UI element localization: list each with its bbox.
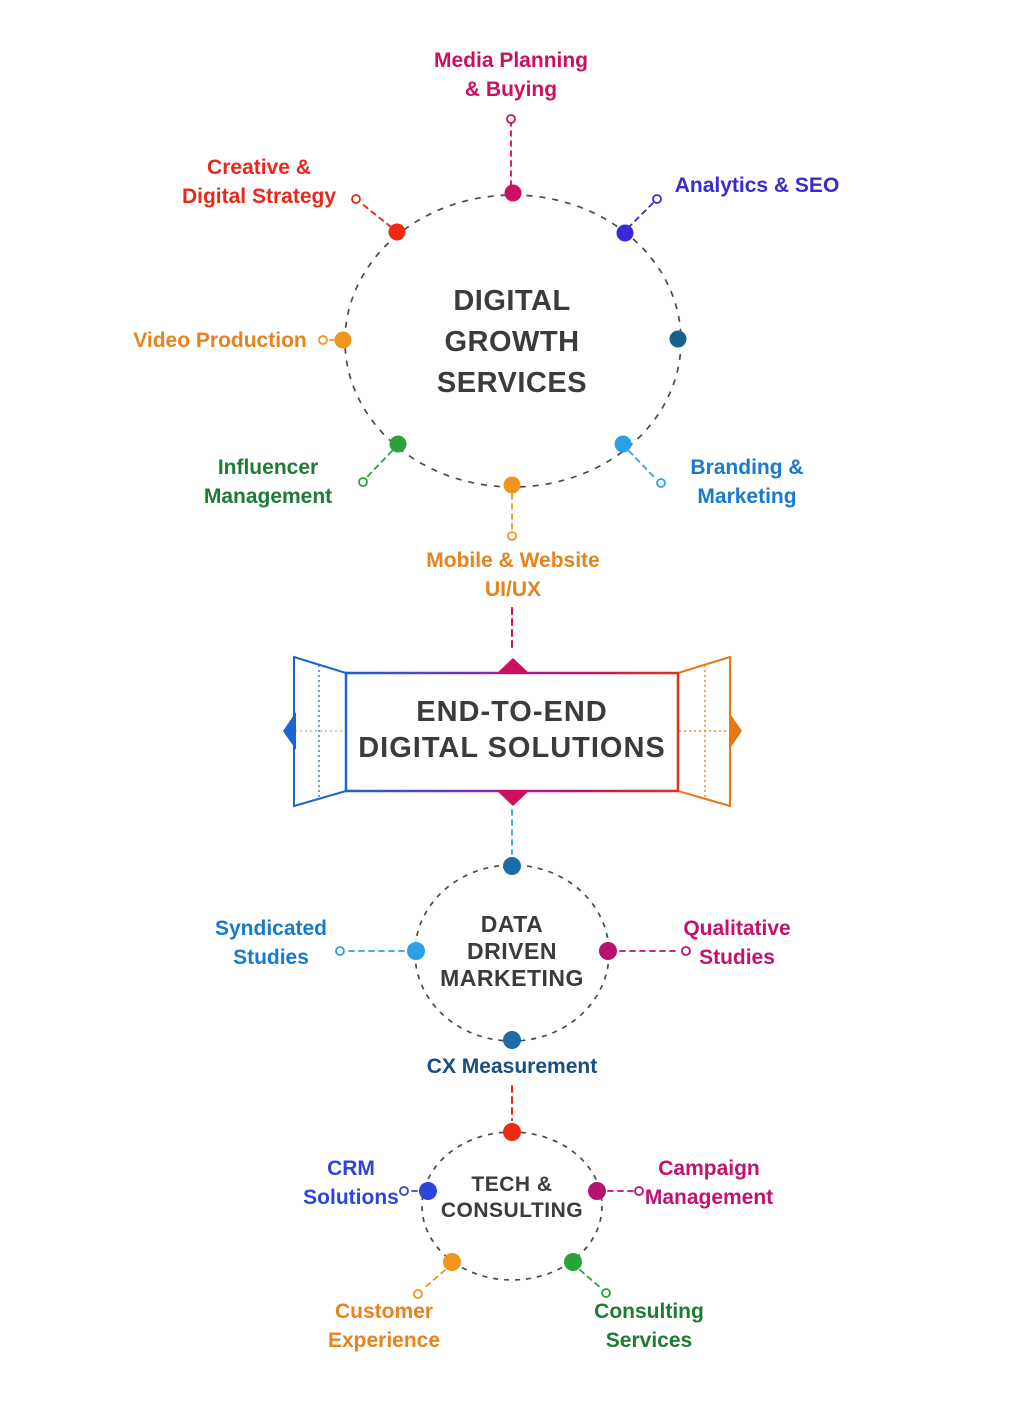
dot-hub2-top — [503, 857, 521, 875]
dot-east-unlabeled — [669, 330, 687, 348]
dot-customer-experience — [443, 1253, 461, 1271]
dot-creative-strategy — [388, 223, 406, 241]
leader-endpoint-campaign-management — [634, 1186, 644, 1196]
hub2-title: DATA DRIVEN MARKETING — [440, 911, 584, 991]
leader-customer-experience — [422, 1269, 446, 1290]
leader-influencer-management — [366, 450, 393, 478]
leader-endpoint-creative-strategy — [351, 194, 361, 204]
leader-consulting-services — [579, 1269, 602, 1289]
leader-endpoint-customer-experience — [413, 1289, 423, 1299]
dot-cx-measurement — [503, 1031, 521, 1049]
dot-hub3-top — [503, 1123, 521, 1141]
leader-endpoint-media-planning — [506, 114, 516, 124]
leader-endpoint-analytics-seo — [652, 194, 662, 204]
banner-top-arrow-icon — [496, 658, 530, 674]
leader-endpoint-branding-marketing — [656, 478, 666, 488]
dot-influencer-management — [389, 435, 407, 453]
label-campaign-management: Campaign Management — [644, 1157, 774, 1209]
dot-qualitative-studies — [599, 942, 617, 960]
label-mobile-uiux: Mobile & Website UI/UX — [426, 549, 600, 601]
leader-endpoint-consulting-services — [601, 1288, 611, 1298]
hub3-title: TECH & CONSULTING — [440, 1173, 584, 1222]
leader-endpoint-syndicated-studies — [335, 946, 345, 956]
leader-endpoint-qualitative-studies — [681, 946, 691, 956]
banner-left-arrow-icon — [283, 712, 296, 750]
dot-crm-solutions — [419, 1182, 437, 1200]
banner-bottom-arrow-icon — [496, 790, 530, 806]
dot-campaign-management — [588, 1182, 606, 1200]
leader-endpoint-video-production — [318, 335, 328, 345]
dot-analytics-seo — [616, 224, 634, 242]
hub1-title: DIGITAL GROWTH SERVICES — [436, 285, 588, 399]
label-cx-measurement: CX Measurement — [426, 1055, 598, 1078]
dot-consulting-services — [564, 1253, 582, 1271]
label-consulting-services: Consulting Services — [594, 1300, 704, 1352]
label-customer-experience: Customer Experience — [327, 1300, 441, 1352]
leader-endpoint-mobile-uiux — [507, 531, 517, 541]
banner-box — [344, 671, 680, 793]
label-media-planning: Media Planning & Buying — [433, 49, 589, 101]
dot-syndicated-studies — [407, 942, 425, 960]
label-qualitative-studies: Qualitative Studies — [683, 917, 791, 969]
banner-right-arrow-icon — [729, 712, 742, 750]
leader-creative-strategy — [360, 202, 392, 228]
leader-analytics-seo — [627, 202, 654, 229]
dot-branding-marketing — [614, 435, 632, 453]
label-analytics-seo: Analytics & SEO — [674, 174, 840, 197]
label-influencer-management: Influencer Management — [203, 456, 333, 508]
dot-video-production — [334, 331, 352, 349]
leader-endpoint-crm-solutions — [399, 1186, 409, 1196]
label-branding-marketing: Branding & Marketing — [690, 456, 804, 508]
dot-mobile-uiux — [503, 476, 521, 494]
label-crm-solutions: CRM Solutions — [303, 1157, 399, 1209]
banner-title: END-TO-END DIGITAL SOLUTIONS — [358, 696, 666, 764]
leader-endpoint-influencer-management — [358, 477, 368, 487]
label-syndicated-studies: Syndicated Studies — [214, 917, 328, 969]
label-video-production: Video Production — [133, 329, 307, 352]
leader-branding-marketing — [628, 450, 657, 480]
label-creative-strategy: Creative & Digital Strategy — [181, 156, 337, 208]
dot-media-planning — [504, 184, 522, 202]
